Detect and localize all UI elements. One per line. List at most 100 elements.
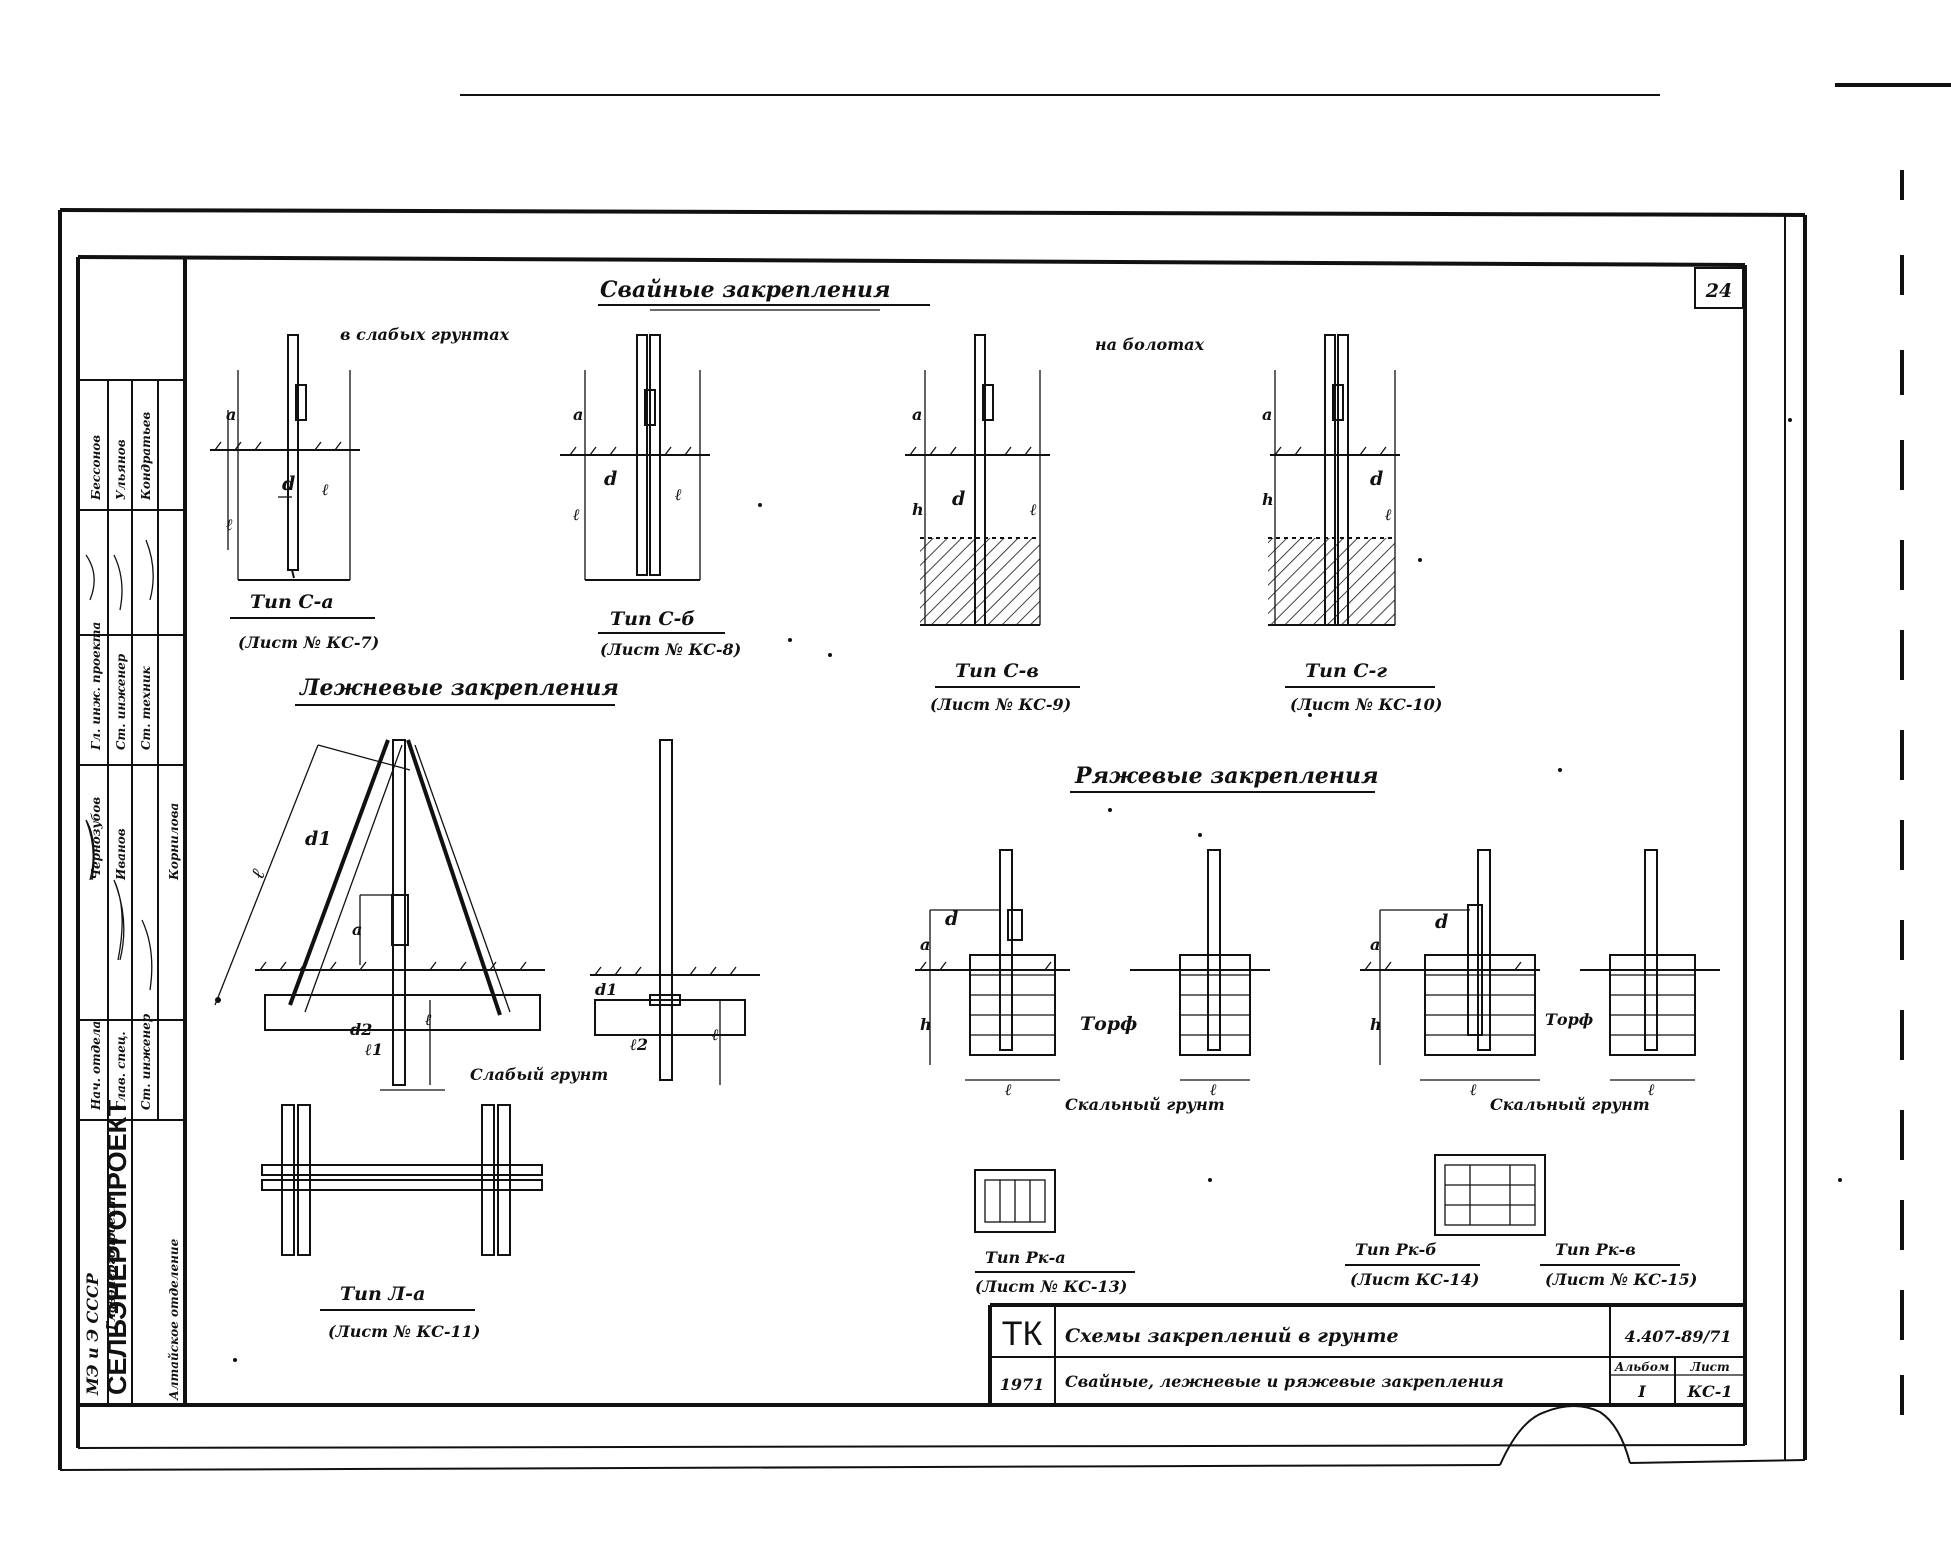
pile-sg-dim-a: а [1262, 405, 1272, 424]
crib-rkv-side: ℓ [1580, 849, 1720, 1099]
caption-rka-ref: (Лист № КС-13) [975, 1277, 1127, 1296]
crib-rkb-label-a: а [1370, 935, 1380, 954]
lying-plan-view [261, 1104, 543, 1256]
crib-rka-label-l: ℓ [1004, 1080, 1012, 1099]
lying-label-weak-soil: Слабый грунт [470, 1065, 608, 1084]
crib-rka-elevation: d а h ℓ Торф Скальный грунт [915, 849, 1225, 1114]
lying-label-d1: d1 [305, 828, 332, 850]
sig-name-1: Иванов [114, 828, 128, 881]
lying-label-l: ℓ [247, 865, 270, 882]
caption-rkv-type: Тип Рк-в [1555, 1240, 1636, 1259]
signature-scribbles [85, 539, 154, 991]
heading-crib: Ряжевые закрепления [1070, 763, 1378, 793]
crib-rka-plan [974, 1169, 1056, 1233]
caption-rkb-ref: (Лист КС-14) [1350, 1270, 1479, 1289]
stamp-title: Схемы закреплений в грунте [1065, 1325, 1399, 1347]
lying-label-l1: ℓ1 [364, 1040, 383, 1059]
pile-sv-label-d: d [952, 488, 965, 510]
pile-sb-dim-l1: ℓ [572, 505, 580, 524]
lying-label-a: а [352, 920, 362, 939]
organization-name: СЕЛЬЭНЕРГОПРОЕКТ [102, 1099, 132, 1395]
stamp-doc-number: 4.407-89/71 [1624, 1327, 1731, 1346]
sig-name-5: Ульянов [114, 439, 128, 500]
lying-label-d2: d2 [350, 1020, 372, 1039]
organization-line1: МЭ и Э СССР [83, 1272, 102, 1396]
lying-elevation-side: d1 ℓ2 ℓ [590, 739, 760, 1085]
crib-rka-label-h: h [920, 1015, 932, 1034]
stamp-album: I [1637, 1382, 1646, 1401]
caption-sv-ref: (Лист № КС-9) [930, 695, 1071, 714]
pile-sv-dim-l: ℓ [1029, 500, 1037, 519]
heading-pile-text: Свайные закрепления [600, 277, 891, 303]
pile-type-sa: а ℓ ℓ d [210, 334, 360, 581]
pile-sg-dim-l: ℓ [1384, 505, 1392, 524]
pile-sb-dim-l2: ℓ [674, 485, 682, 504]
pile-sa-dim-l1: ℓ [225, 515, 233, 534]
crib-rkb-label-d: d [1435, 911, 1448, 933]
lying-side-label-d1: d1 [595, 980, 617, 999]
inner-frame [76, 255, 1747, 1449]
crib-rkb-plan [1434, 1154, 1546, 1236]
stamp-album-label: Альбом [1614, 1360, 1670, 1374]
lying-side-label-l2: ℓ2 [629, 1035, 648, 1054]
crib-rkb-label-firm-soil: Скальный грунт [1490, 1095, 1650, 1114]
scan-specks [233, 418, 1842, 1362]
stamp-sheet: КС-1 [1686, 1382, 1732, 1401]
caption-rkb-type: Тип Рк-б [1355, 1240, 1437, 1259]
pile-type-sv: а h ℓ d [905, 334, 1050, 626]
pile-sb-label-d: d [604, 468, 617, 490]
pile-sg-dim-h: h [1262, 490, 1274, 509]
title-block: ТК Схемы закреплений в грунте 4.407-89/7… [988, 1303, 1745, 1405]
caption-sg-ref: (Лист № КС-10) [1290, 695, 1442, 714]
crib-rka-label-d: d [945, 908, 958, 930]
stamp-year: 1971 [1000, 1375, 1045, 1394]
crib-rka-label-a: а [920, 935, 930, 954]
heading-pile-swamp: на болотах [1095, 335, 1205, 354]
pile-type-sb: а ℓ ℓ d [560, 334, 710, 581]
stamp-code: ТК [1002, 1315, 1043, 1353]
heading-pile: Свайные закрепления [598, 277, 930, 311]
sig-role-5: Ст. инженер [114, 653, 128, 750]
pile-sa-dim-l2: ℓ [321, 480, 329, 499]
heading-lying-text: Лежневые закрепления [299, 675, 619, 701]
sig-role-6: Ст. техник [139, 665, 153, 750]
pile-sv-dim-h: h [912, 500, 924, 519]
heading-crib-text: Ряжевые закрепления [1074, 763, 1378, 789]
crib-rkb-label-l: ℓ [1469, 1080, 1477, 1099]
pile-sb-dim-a: а [573, 405, 583, 424]
organization-line2: Главэнергопроект [104, 1196, 118, 1331]
organization-line3: Алтайское отделение [167, 1238, 181, 1401]
caption-rkv-ref: (Лист № КС-15) [1545, 1270, 1697, 1289]
crib-rkb-label-h: h [1370, 1015, 1382, 1034]
lying-elevation-front: ℓ d1 а d2 ℓ1 ℓ Слабый грунт [214, 739, 608, 1091]
caption-rka-type: Тип Рк-а [985, 1248, 1066, 1267]
caption-la-type: Тип Л-а [340, 1283, 425, 1305]
sig-name-3: Корнилова [167, 803, 181, 881]
crib-rkv-label-l: ℓ [1647, 1080, 1655, 1099]
outer-frame [58, 208, 1807, 1471]
crib-rka-side-label-l: ℓ [1209, 1080, 1217, 1099]
pile-sa-dim-a: а [226, 405, 236, 424]
lying-side-label-l: ℓ [711, 1025, 719, 1044]
heading-lying: Лежневые закрепления [295, 675, 619, 706]
caption-sa-type: Тип С-а [250, 591, 334, 613]
crib-rkb-label-peat: Торф [1545, 1010, 1593, 1029]
crib-rka-side: ℓ [1130, 849, 1270, 1099]
page-number-box: 24 [1694, 267, 1744, 309]
lying-label-l-v: ℓ [424, 1010, 432, 1029]
caption-la-ref: (Лист № КС-11) [328, 1322, 480, 1341]
stamp-subtitle: Свайные, лежневые и ряжевые закрепления [1065, 1372, 1504, 1391]
sig-role-4: Гл. инж. проекта [89, 622, 103, 751]
pile-sv-dim-a: а [912, 405, 922, 424]
caption-sg-type: Тип С-г [1305, 660, 1387, 682]
crib-rkb-elevation: d а h ℓ Торф Скальный грунт [1360, 849, 1650, 1114]
crib-rka-label-firm-soil: Скальный грунт [1065, 1095, 1225, 1114]
crib-rka-label-peat: Торф [1080, 1013, 1137, 1035]
pile-sa-label-d: d [282, 473, 295, 495]
caption-sb-type: Тип С-б [610, 608, 695, 630]
sig-name-4: Бессонов [89, 435, 103, 501]
sig-role-3: Ст. инженер [139, 1013, 153, 1110]
caption-sv-type: Тип С-в [955, 660, 1039, 682]
sig-role-2: Глав. спец. [114, 1031, 128, 1111]
